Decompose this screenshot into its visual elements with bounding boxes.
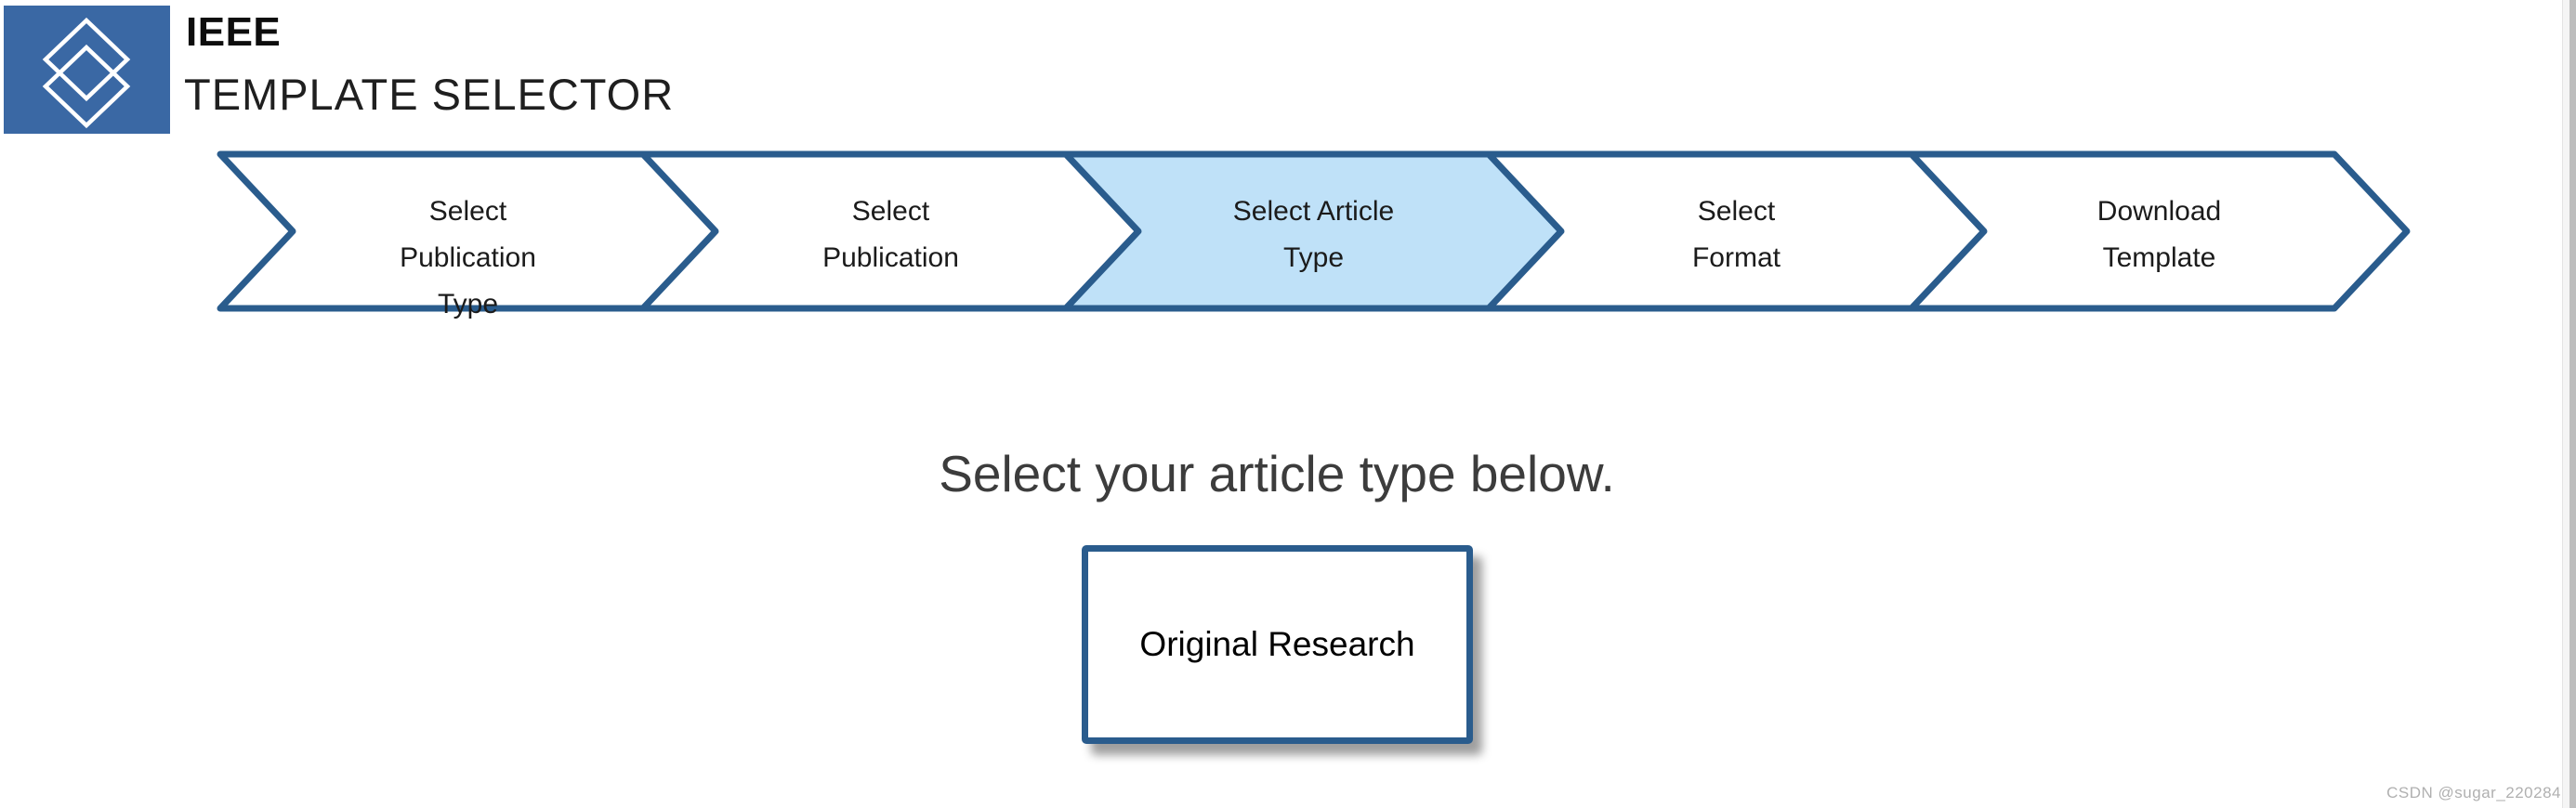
article-type-original-research-button[interactable]: Original Research xyxy=(1082,545,1473,744)
step-select-publication[interactable]: Select Publication xyxy=(639,150,1142,312)
scrollbar-thumb[interactable] xyxy=(2569,0,2576,808)
step-select-publication-type[interactable]: Select Publication Type xyxy=(217,150,719,319)
instruction-text: Select your article type below. xyxy=(939,445,1615,502)
brand-name: IEEE xyxy=(186,9,282,55)
ieee-diamond-icon xyxy=(4,6,170,134)
ieee-logo xyxy=(4,6,170,134)
step-label: Download Template xyxy=(2096,196,2222,273)
step-label: Select Publication xyxy=(822,196,959,273)
step-label: Select Article Type xyxy=(1232,196,1395,273)
watermark-text: CSDN @sugar_220284 xyxy=(2386,784,2561,801)
step-label: Select Format xyxy=(1691,196,1781,273)
page-title: TEMPLATE SELECTOR xyxy=(184,70,675,119)
step-select-article-type[interactable]: Select Article Type xyxy=(1062,150,1565,312)
step-label: Select Publication Type xyxy=(400,196,536,319)
scrollbar-track[interactable] xyxy=(2562,0,2576,808)
step-download-template[interactable]: Download Template xyxy=(1908,150,2411,312)
step-select-format[interactable]: Select Format xyxy=(1485,150,1988,312)
